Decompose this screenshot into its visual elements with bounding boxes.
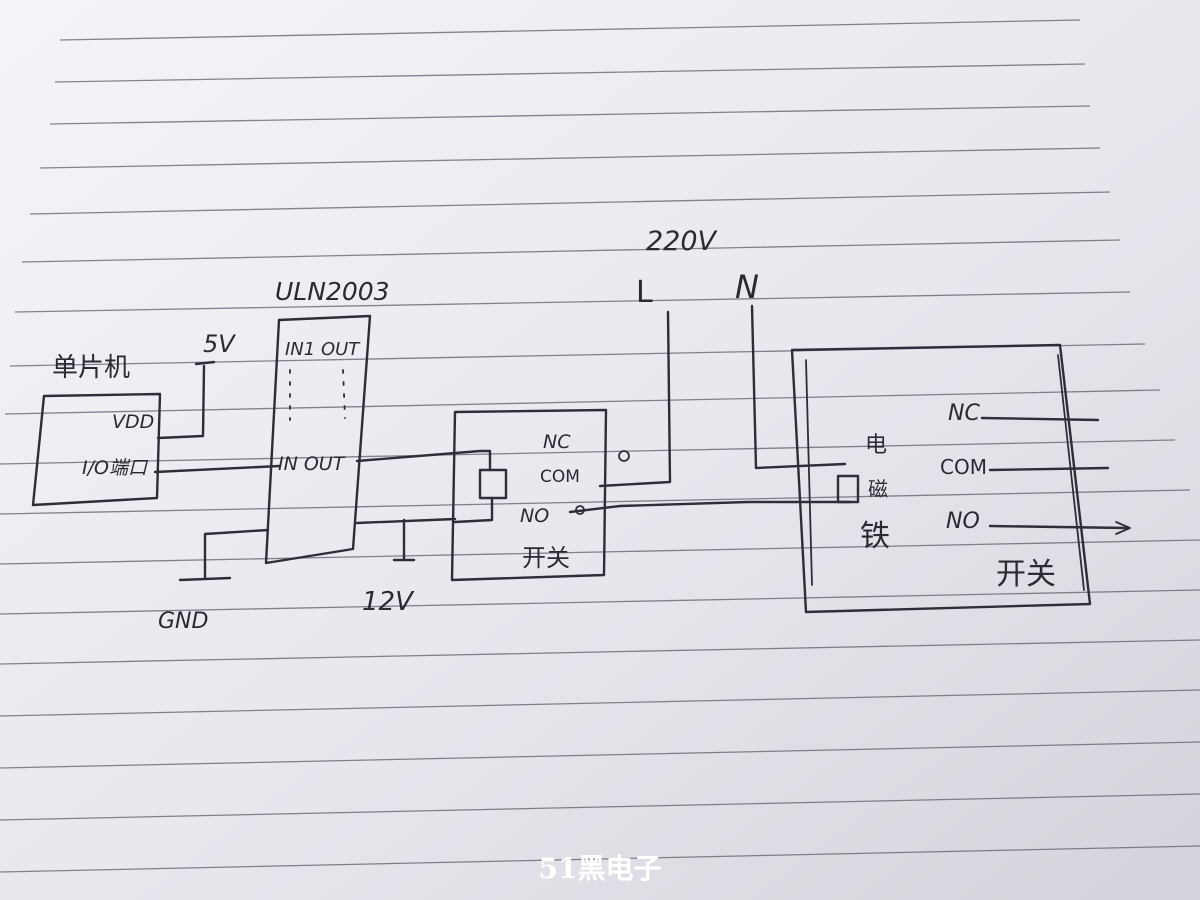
supply-5v: 5V	[156, 330, 236, 440]
mcu-block: 单片机 VDD I/O端口	[31, 353, 162, 507]
relay-2-coil-label-2: 磁	[868, 477, 888, 501]
relay-1-no-label: NO	[520, 505, 549, 527]
wire-io-to-uln	[153, 464, 282, 474]
relay-2: 电 磁 铁 NC COM NO 开关	[790, 343, 1131, 614]
relay-1-nc-label: NC	[543, 431, 571, 453]
relay-1-com-label: COM	[540, 467, 580, 487]
mcu-label: 单片机	[52, 353, 130, 383]
ground-symbol: GND	[158, 528, 270, 634]
mcu-vdd-label: VDD	[112, 411, 154, 433]
wire-uln-out-to-coil	[355, 449, 492, 472]
watermark: 51黑电子	[539, 852, 662, 885]
relay-2-com-label: COM	[940, 455, 987, 479]
supply-5v-label: 5V	[203, 330, 236, 358]
ruled-lines	[0, 19, 1200, 873]
mains-l-label: L	[636, 275, 653, 310]
mains-n-label: N	[735, 268, 759, 306]
mcu-io-label: I/O端口	[82, 457, 149, 479]
relay-2-label: 开关	[996, 557, 1056, 592]
relay-2-nc-label: NC	[948, 401, 980, 426]
mains-label: 220V	[646, 226, 719, 257]
gnd-label: GND	[158, 609, 208, 634]
uln-in1-out-label: IN1 OUT	[285, 339, 361, 360]
relay-2-coil	[836, 474, 860, 504]
supply-12v-label: 12V	[362, 587, 415, 617]
uln2003-block: ULN2003 IN1 OUT IN OUT	[264, 277, 390, 565]
relay-1-label: 开关	[522, 544, 570, 572]
uln-label: ULN2003	[275, 277, 390, 306]
supply-12v: 12V	[355, 517, 457, 617]
relay-2-coil-label-1: 电	[865, 433, 887, 458]
relay-2-coil-label-3: 铁	[860, 519, 890, 554]
relay-2-no-label: NO	[946, 509, 980, 534]
relay-1: NC COM NO 开关	[450, 408, 608, 582]
mains-220v: 220V L N	[598, 226, 847, 488]
uln-in-out-label: IN OUT	[278, 453, 346, 475]
